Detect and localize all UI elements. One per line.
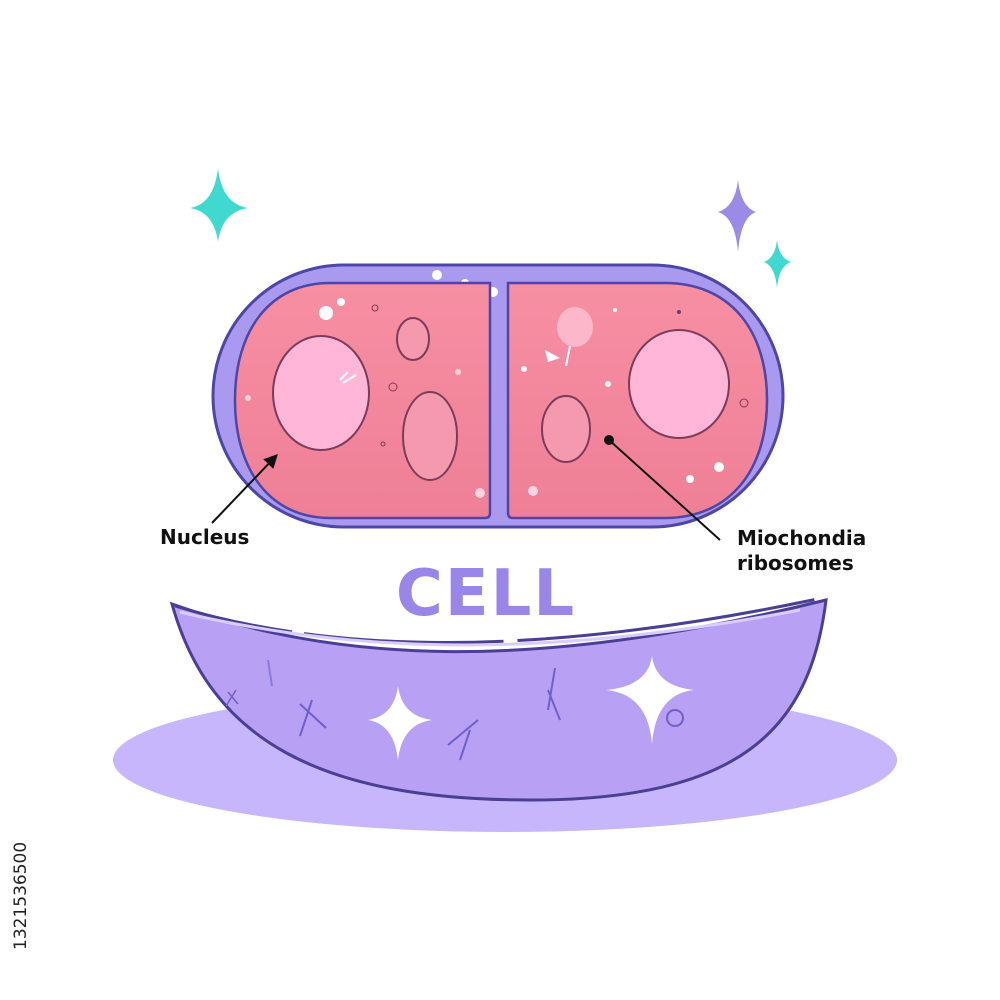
ribosomes-label: ribosomes [737,551,854,575]
organelle-right-faint [557,307,593,347]
left-cell-compartment [233,281,492,520]
mitochondria-label: Miochondia [737,526,866,550]
nucleus-left [272,335,370,451]
organelle-left-2 [402,391,458,481]
mitochondria-annotation: Miochondia ribosomes [604,435,866,575]
sparkle-teal-small-icon [764,240,791,288]
nucleus-label: Nucleus [160,525,249,549]
stock-id: 1321536500 [11,842,31,950]
diagram-title: CELL [396,557,576,631]
cell-base-dish [113,596,897,832]
organelle-left-1 [396,317,430,361]
right-cell-compartment [506,281,769,520]
nucleus-annotation: Nucleus [160,453,278,549]
organelle-right-1 [541,395,591,463]
sparkle-lilac-icon [718,180,756,252]
sparkle-teal-icon [190,168,248,242]
arrow-icon [211,453,278,524]
nucleus-right [628,329,730,439]
